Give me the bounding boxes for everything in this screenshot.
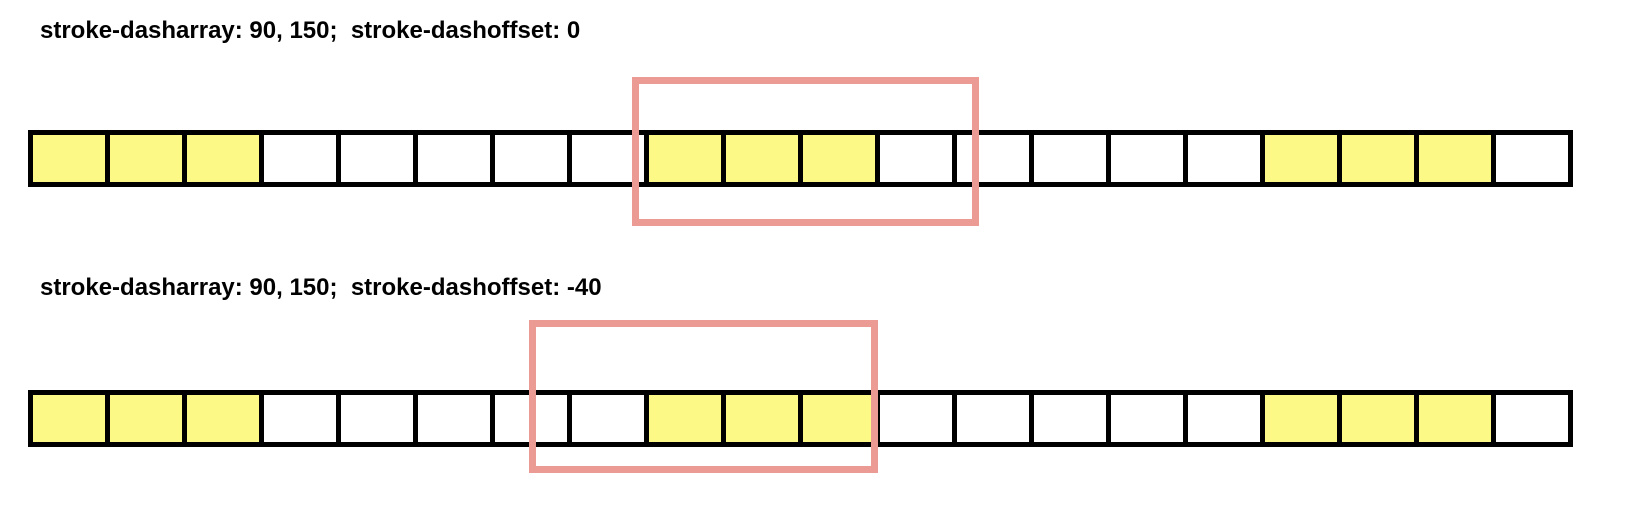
dash-cell-filled (1337, 390, 1419, 447)
dash-cell-empty (259, 390, 341, 447)
dash-cell-empty (1029, 390, 1111, 447)
row-2-label: stroke-dasharray: 90, 150; stroke-dashof… (40, 274, 602, 301)
dash-cell-empty (567, 390, 649, 447)
dash-cell-empty (259, 130, 341, 187)
dash-cell-empty (1491, 130, 1573, 187)
row-1-visible-window (632, 77, 979, 226)
dash-cell-filled (28, 130, 110, 187)
dash-cell-empty (413, 130, 495, 187)
dash-cell-empty (336, 390, 418, 447)
dash-cell-empty (413, 390, 495, 447)
dash-cell-empty (1106, 130, 1188, 187)
dash-cell-filled (1260, 130, 1342, 187)
dash-cell-empty (952, 390, 1034, 447)
dash-cell-empty (875, 390, 957, 447)
dash-cell-empty (1183, 130, 1265, 187)
dash-cell-filled (798, 390, 880, 447)
row-1-label: stroke-dasharray: 90, 150; stroke-dashof… (40, 17, 581, 44)
dash-cell-filled (28, 390, 110, 447)
dash-cell-filled (105, 390, 187, 447)
dash-cell-empty (1106, 390, 1188, 447)
dash-cell-filled (182, 390, 264, 447)
dash-cell-filled (105, 130, 187, 187)
dash-cell-empty (875, 130, 957, 187)
dash-cell-empty (1029, 130, 1111, 187)
dash-cell-filled (1414, 390, 1496, 447)
dash-cell-empty (1491, 390, 1573, 447)
dash-cell-filled (182, 130, 264, 187)
dash-cell-filled (1414, 130, 1496, 187)
dash-cell-filled (721, 130, 803, 187)
dash-cell-empty (1183, 390, 1265, 447)
dash-cell-empty (336, 130, 418, 187)
dash-cell-filled (1337, 130, 1419, 187)
dash-cell-filled (1260, 390, 1342, 447)
row-2-visible-window (529, 320, 878, 473)
dash-cell-empty (490, 130, 572, 187)
